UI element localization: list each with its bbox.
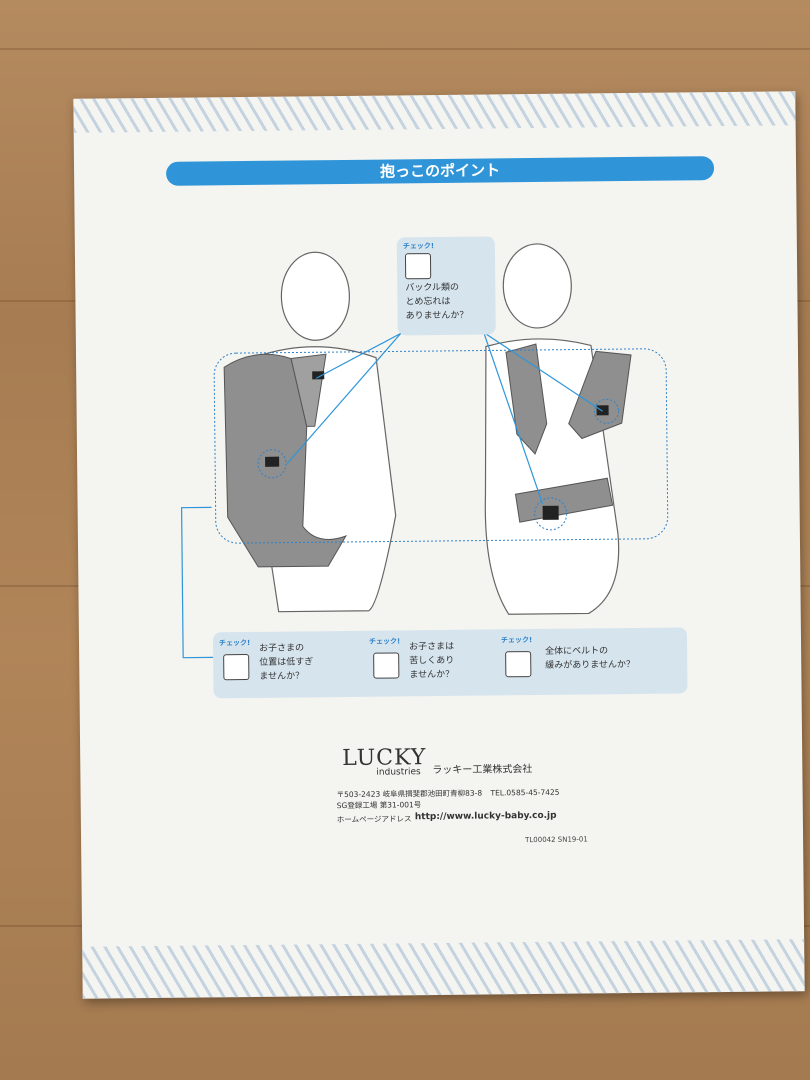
check-item-position: チェック! お子さまの 位置は低すぎ ませんか？ [218, 638, 314, 682]
check-item-breathing: チェック! お子さまは 苦しくあり ませんか？ [368, 637, 455, 681]
check-item-belt: チェック! 全体にベルトの 緩みがありませんか？ [501, 635, 635, 678]
manual-back-page: 抱っこのポイント チェック! [73, 91, 805, 999]
baby-carrier-illustration [180, 243, 669, 659]
homepage-url[interactable]: http://www.lucky-baby.co.jp [414, 810, 557, 823]
buckle-check-callout: チェック! バックル類の とめ忘れは ありませんか？ [396, 236, 496, 336]
checkpoint-panel: チェック! お子さまの 位置は低すぎ ませんか？ チェック! お子さまは 苦しく… [212, 627, 688, 699]
check-label: チェック! [402, 242, 435, 251]
floor-seam [0, 48, 810, 50]
address-line: 〒503-2423 岐阜県揖斐郡池田町青柳83-8 TEL.0585-45-74… [336, 787, 560, 800]
company-name: ラッキー工業株式会社 [432, 764, 533, 777]
buckle-question: バックル類の とめ忘れは ありませんか？ [405, 282, 469, 322]
belt-checkbox[interactable] [505, 651, 532, 678]
breathing-checkbox[interactable] [373, 652, 400, 679]
position-checkbox[interactable] [223, 653, 250, 681]
document-code: TL00042 SN19-01 [525, 835, 588, 845]
homepage-label: ホームページアドレス [336, 814, 412, 825]
factory-registration: SG登録工場 第31-001号 [336, 800, 422, 811]
buckle-checkbox[interactable] [404, 253, 432, 280]
brand-logo-sub: industries [376, 767, 421, 778]
